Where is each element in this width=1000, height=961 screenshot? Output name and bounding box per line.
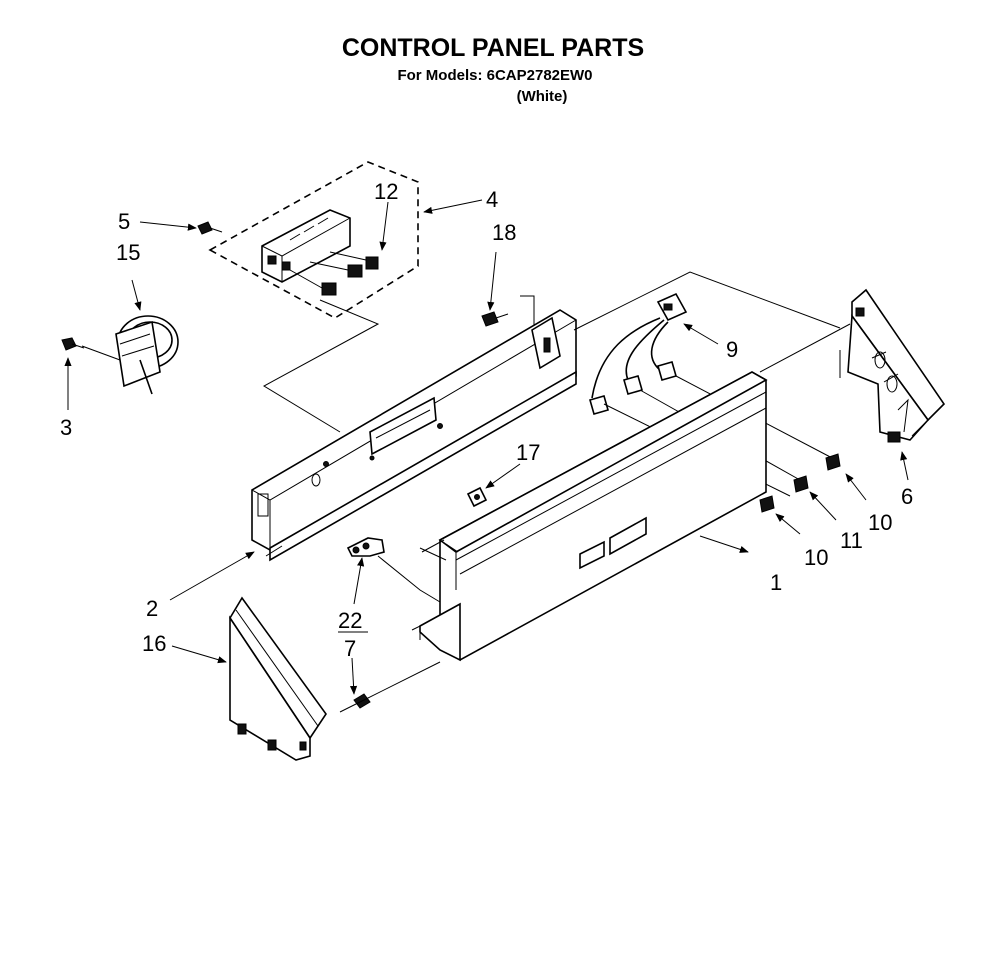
callout-3: 3 [60,415,72,440]
callout-6: 6 [901,484,913,509]
color-note: (White) [517,88,568,105]
callout-10-lower: 10 [804,545,828,570]
callout-18: 18 [492,220,516,245]
callout-4: 4 [486,187,498,212]
screw-part-5 [197,221,223,235]
clip-part-22 [346,537,441,603]
screw-part-3 [61,337,85,351]
callout-numbers: 1 2 3 4 5 6 7 9 10 10 11 12 15 16 17 18 … [60,179,913,661]
callout-16: 16 [142,631,166,656]
callout-1: 1 [770,570,782,595]
callout-11: 11 [840,528,863,553]
wire-harness-part [589,292,688,415]
callout-15: 15 [116,240,140,265]
callout-10-upper: 10 [868,510,892,535]
screw-part-10-upper [825,453,841,471]
end-bracket-part [847,288,946,443]
callout-9: 9 [726,337,738,362]
screw-part-7 [339,661,441,713]
callout-22: 22 [338,608,362,633]
callout-12: 12 [374,179,398,204]
model-line: For Models: 6CAP2782EW0 [397,67,592,84]
mounting-bracket-part [251,309,577,562]
callout-17: 17 [516,440,540,465]
screw-part-18 [481,295,535,338]
clip-part-17 [466,486,488,508]
end-cap-part [229,596,327,761]
screw-part-11 [793,475,809,493]
switch-assembly-group [208,161,419,433]
timer-part [81,315,179,395]
callout-leaders [64,199,909,695]
callout-2: 2 [146,596,158,621]
screw-part-10-lower [759,495,775,513]
console-part [411,371,768,662]
diagram-title: CONTROL PANEL PARTS [342,34,644,62]
callout-7: 7 [344,636,356,661]
callout-5: 5 [118,209,130,234]
